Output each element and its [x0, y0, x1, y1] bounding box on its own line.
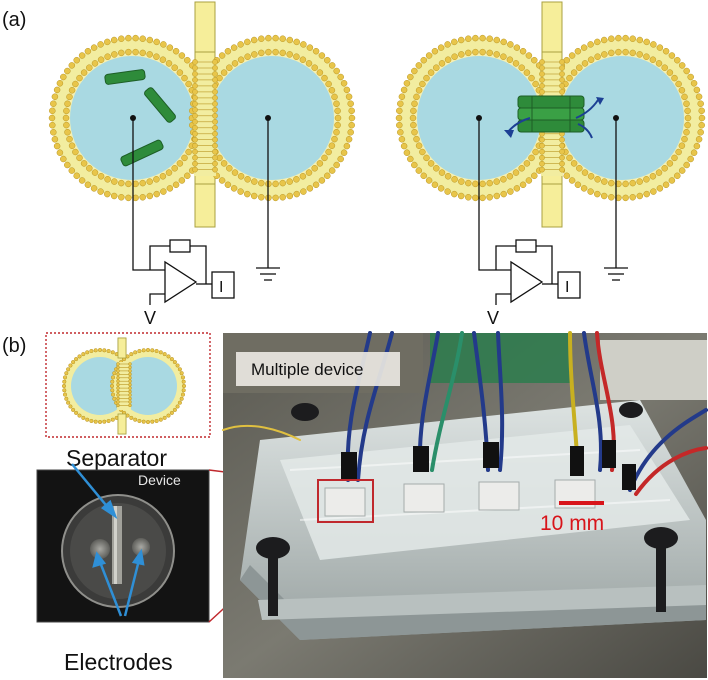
electrodes-arrow-icon [92, 548, 145, 617]
separator-label: Separator [66, 445, 167, 471]
mini-schematic [61, 337, 187, 435]
protein-channel-icon [104, 69, 176, 167]
current-meter-label-left: I [219, 279, 223, 296]
interface-lipid-heads [192, 59, 218, 173]
inserted-channel-icon [517, 95, 585, 133]
lipid-head-ring [109, 347, 187, 425]
device-photo [36, 469, 210, 623]
circuit-left [132, 118, 280, 305]
wires [222, 331, 708, 496]
droplet-right-bilayer [188, 34, 356, 202]
interface-bilayer-left [192, 59, 218, 176]
multiple-device-label: Multiple device [251, 360, 363, 379]
interface-lipid-heads [116, 362, 132, 408]
device-label: Device [138, 472, 181, 488]
electrodes-label: Electrodes [64, 649, 173, 675]
device-cells [324, 479, 596, 517]
zoom-box [317, 479, 374, 523]
scale-bar-label: 10 mm [540, 512, 604, 535]
circuit-right [478, 118, 628, 305]
voltage-label-left: V [144, 308, 156, 328]
panel-a-label: (a) [2, 9, 26, 31]
panel-b-label: (b) [2, 335, 26, 357]
lipid-head-ring [409, 48, 549, 188]
separator-arrow-icon [71, 463, 118, 520]
connectors [341, 440, 636, 490]
multiple-device-label-box [236, 352, 400, 386]
current-meter-label-right: I [565, 279, 569, 296]
schematic-right: I V [395, 1, 706, 328]
voltage-label-right: V [487, 308, 499, 328]
mini-schematic-frame [45, 332, 211, 438]
ion-flow-arrow-icon [504, 97, 604, 139]
schematic-left: I V [48, 1, 356, 328]
multiple-device-photo [222, 331, 708, 678]
screw-icon [256, 402, 678, 616]
